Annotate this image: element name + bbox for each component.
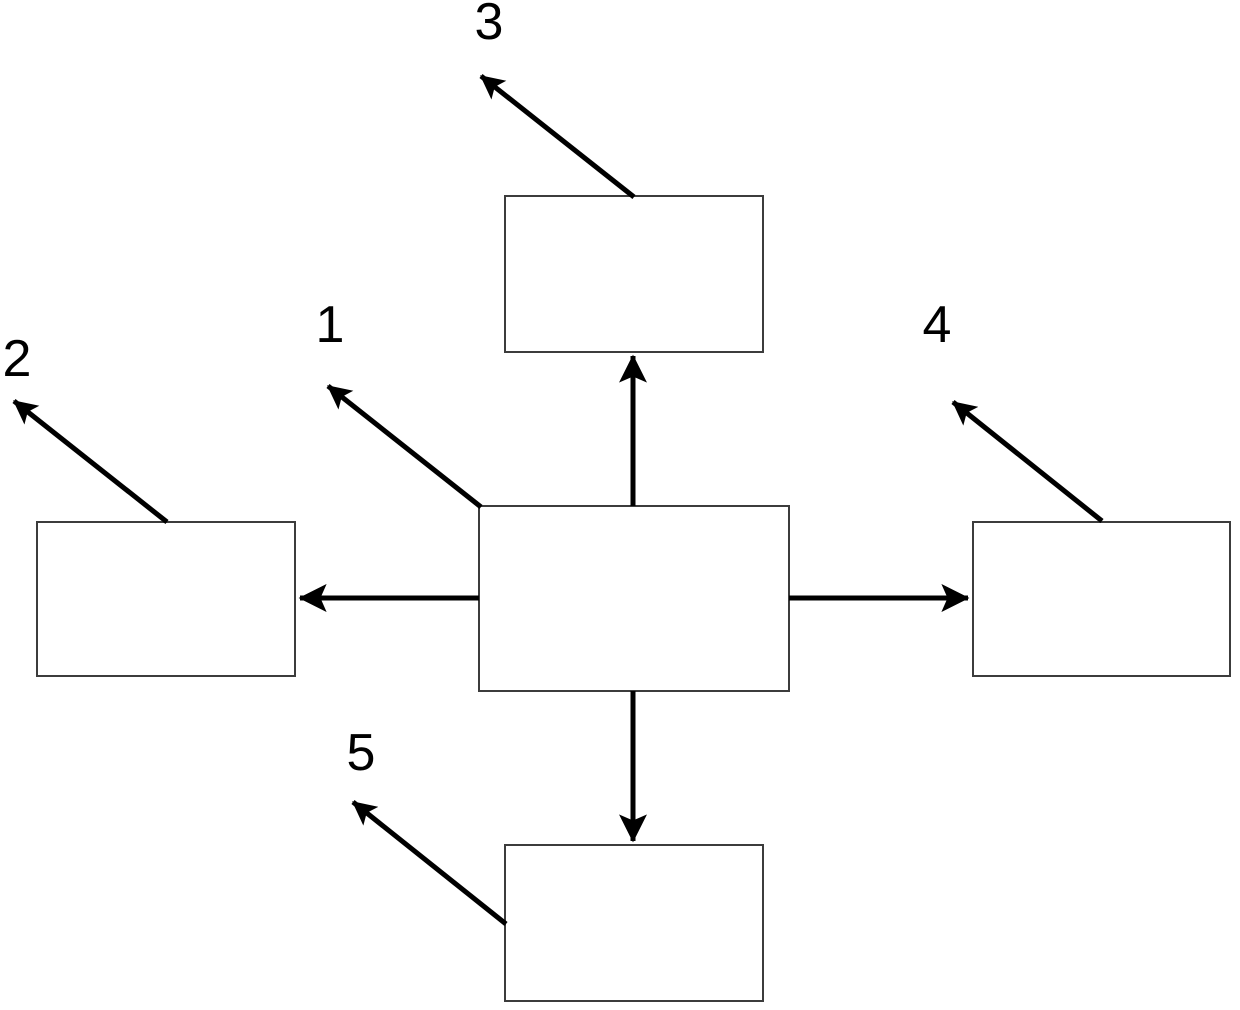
label-2: 2 (2, 330, 32, 388)
center-box (478, 505, 790, 692)
top-box (504, 195, 764, 353)
leader-arrow-4 (951, 400, 1104, 523)
label-1: 1 (315, 296, 345, 354)
leader-arrow-2 (12, 399, 169, 524)
label-3: 3 (474, 0, 504, 51)
left-box (36, 521, 296, 677)
bottom-box (504, 844, 764, 1002)
leader-arrow-3 (479, 74, 636, 199)
leader-arrow-5 (351, 800, 508, 926)
leader-arrow-1 (326, 384, 483, 509)
label-4: 4 (922, 296, 952, 354)
right-box (972, 521, 1231, 677)
label-5: 5 (346, 724, 376, 782)
